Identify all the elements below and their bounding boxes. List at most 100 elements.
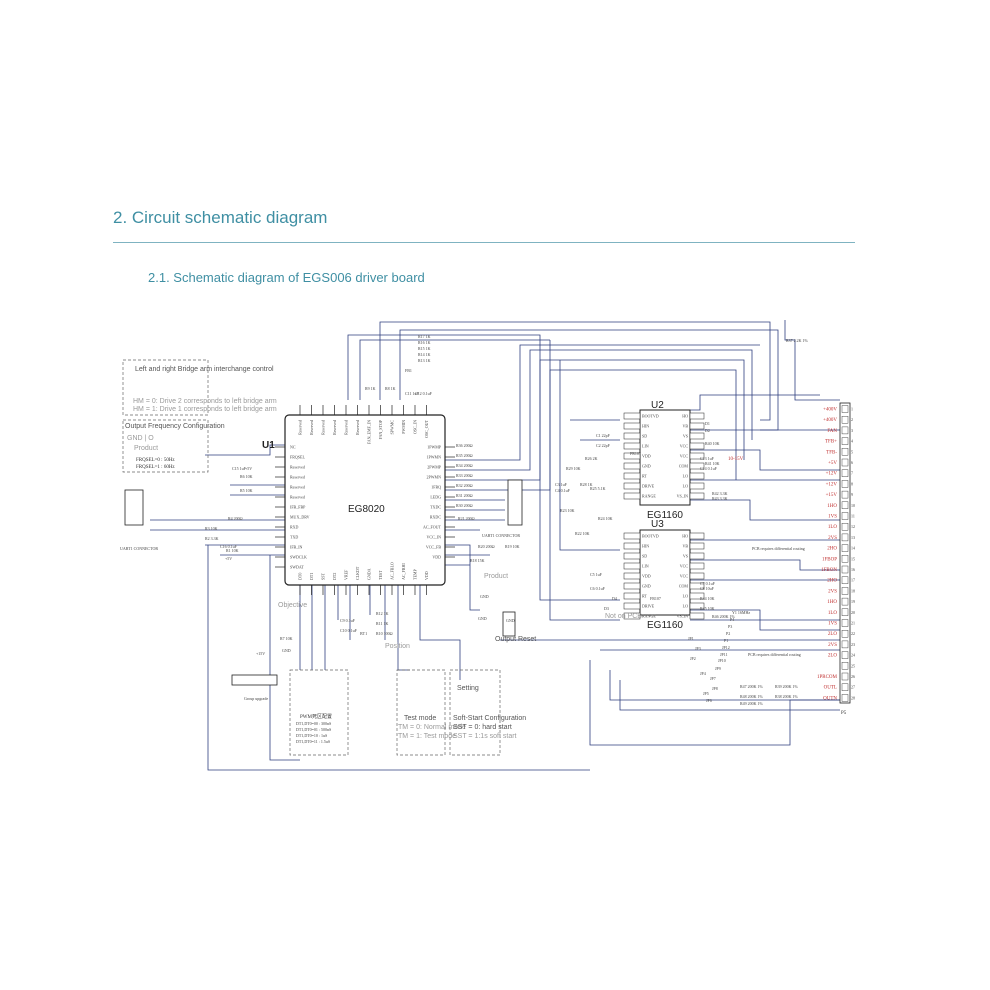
p5-net-label: +12V (826, 472, 838, 477)
component-label: R19 10K (505, 544, 520, 549)
p5-pin-number: 23 (851, 642, 855, 647)
u1-bottom-pin-label: DT2 (332, 573, 337, 580)
component-label: FR107 (650, 596, 661, 601)
p5-net-label: 2VS (828, 536, 837, 541)
component-label: C12 0.1uF (415, 391, 433, 396)
component-label: R33 200Ω (456, 473, 473, 478)
u1-left-pin-label: NC (290, 445, 296, 450)
driver-pin-box (623, 412, 641, 420)
dt10-note: DT1,DT0=10 : 1uS (296, 733, 327, 739)
u1-top-pin-label: Reserved (321, 420, 326, 435)
driver-right-pin-label: LO (683, 604, 688, 609)
tm0-note: TM = 0: Normal mode (398, 724, 466, 731)
u1-left-pin-label: SWDCLK (290, 555, 307, 560)
p5-pin-number: 10 (851, 503, 855, 508)
p5-pin-box (841, 523, 849, 531)
driver-left-pin-label: GND (642, 464, 651, 469)
driver-pin-box (623, 582, 641, 590)
u1-right-pins: 1PWMP1PWMN2PWMP2PWMN1FRQLEDGTXDCRXDCAC_F… (423, 445, 455, 560)
component-label: R41 10K (705, 461, 720, 466)
p5-pin-box (841, 555, 849, 563)
driver-left-pin-label: RANGE (642, 614, 656, 619)
component-label: R36 200Ω (456, 443, 473, 448)
u1-left-pin-label: IFB_FBP (290, 505, 306, 510)
p5-net-label: 1HO (827, 504, 837, 509)
component-label: R12 1K (376, 611, 389, 616)
component-label: R20 200Ω (478, 544, 495, 549)
p5-pin-number: 13 (851, 535, 855, 540)
component-label: +5V (225, 556, 232, 561)
u2-eg1160: U2 EG1160 BOOTVDHINSDLINVDDGNDRTDRIVERAN… (623, 400, 705, 521)
u1-right-pin-label: 1PWMN (427, 455, 442, 460)
driver-pin-box (623, 612, 641, 620)
driver-pin-box (623, 562, 641, 570)
p5-pin-box (841, 458, 849, 467)
pcb-note-1: PCB requires differential routing (752, 546, 805, 551)
connector-p5: 1+400V2+400V3FAN4TFB+5TFB-6+5V7+12V8+12V… (817, 402, 855, 716)
driver-pin-box (623, 492, 641, 500)
component-label: JP1 (688, 636, 694, 641)
u1-top-pin-label: FAN_STOP (378, 419, 383, 439)
component-label: JP3 (695, 646, 701, 651)
component-label: JP5 (703, 691, 709, 696)
driver-left-pin-label: LIN (642, 564, 649, 569)
p5-net-label: 1HO (827, 600, 837, 605)
component-label: P1 (724, 638, 728, 643)
driver-left-pin-label: RT (642, 594, 647, 599)
p5-net-label: 1FBON (821, 568, 837, 573)
u1-left-pin-label: Reserved (290, 485, 305, 490)
p5-net-label: 2LO (828, 654, 838, 659)
driver-pin-box (623, 592, 641, 600)
p5-pin-number: 11 (851, 514, 855, 519)
u1-top-pin-label: FAN_EMF_IN (367, 420, 372, 444)
component-label: R16 1K (418, 340, 431, 345)
u1-top-pin-label: PWMIN (401, 420, 406, 434)
driver-pin-box (623, 572, 641, 580)
p5-pin-number: 20 (851, 610, 855, 615)
u1-bottom-pin-label: AC_FBHI (401, 563, 406, 580)
u1-left-pin-label: IFB_IN (290, 545, 303, 550)
driver-pin-box (689, 592, 705, 600)
setting-label: Setting (457, 685, 479, 692)
driver-right-pin-label: LO (683, 594, 688, 599)
p5-net-label: 1VS (828, 622, 837, 627)
component-label: R21 200Ω (458, 516, 475, 521)
u1-body (284, 414, 446, 586)
component-label: C3 1uF (555, 482, 568, 487)
p5-net-label: +400V (823, 418, 837, 423)
u1-right-pin-label: 2PWMP (427, 465, 442, 470)
p5-pin-box (841, 662, 849, 670)
p5-pin-box (841, 416, 849, 424)
u1-eg8020: U1 EG8020 NCFRQSELReservedReservedReserv… (262, 405, 455, 595)
component-label: C4 0.1uF (555, 488, 571, 493)
driver-right-pin-label: LO (683, 474, 688, 479)
position-label: Position (385, 643, 410, 650)
p5-net-label: OUTN (823, 696, 837, 701)
component-label: +5V (245, 466, 252, 471)
sst1-note: SST = 1:1s soft start (453, 733, 517, 740)
driver-right-pin-label: VCC (680, 444, 689, 449)
driver-pin-box (623, 452, 641, 460)
driver-right-pin-label: LO (683, 484, 688, 489)
driver-left-pin-label: BOOTVD (642, 534, 659, 539)
p5-body (839, 402, 851, 704)
driver-right-pin-label: VB (682, 544, 688, 549)
driver-pin-box (689, 482, 705, 490)
u1-bottom-pin-label: AC_FBLO (390, 562, 395, 580)
uart-connector-right: UART1 CONNECTOR (482, 479, 523, 538)
component-label: JP12 (722, 645, 730, 650)
component-label: JP2 (690, 656, 696, 661)
u1-left-pin-label: SWDAT (290, 565, 304, 570)
p5-pin-box (841, 640, 849, 649)
component-label: C16 0.1uF (220, 544, 238, 549)
driver-pin-box (689, 432, 705, 440)
group-upgrade-label: Group upgrade (244, 696, 268, 701)
component-label: R31 200Ω (456, 493, 473, 498)
output-reset-connector (502, 611, 516, 637)
p5-pin-number: 22 (851, 631, 855, 636)
p5-pin-box (841, 448, 849, 456)
p3-body (502, 611, 516, 637)
u3-pins: BOOTVDHINSDLINVDDGNDRTDRIVERANGEHOVBVSVC… (623, 532, 705, 620)
u2-pins: BOOTVDHINSDLINVDDGNDRTDRIVERANGEHOVBVSVC… (623, 412, 705, 500)
u1-right-pin-label: 1FRQ (431, 485, 441, 490)
